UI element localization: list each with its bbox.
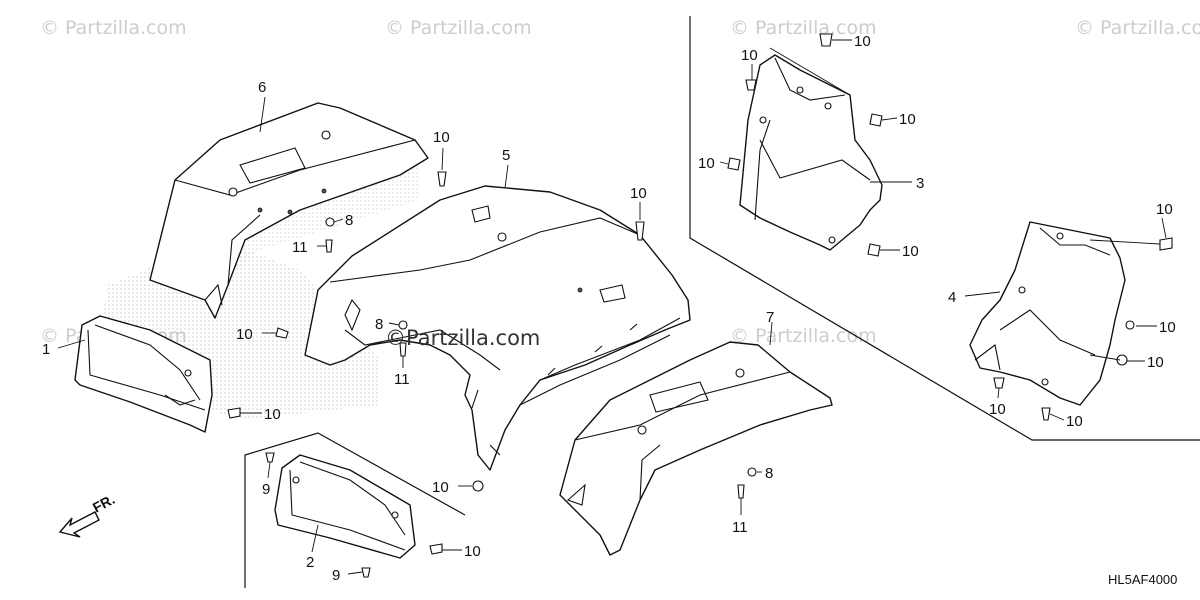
callout-8: 8 [765,465,773,482]
callout-10: 10 [899,111,916,128]
watermark-6: © Partzilla.com [730,325,877,347]
callout-8: 8 [375,316,383,333]
part-5-rear-fender [304,185,691,471]
callout-8: 8 [345,212,353,229]
callout-10: 10 [741,47,758,64]
callout-11: 11 [732,519,748,536]
part-7-fender [559,341,833,556]
clip-fastener [1041,407,1051,421]
callout-10: 10 [1159,319,1176,336]
right-assembly-frame [689,16,1200,441]
part-3-inner-panel [739,54,883,251]
clip-fastener [993,377,1005,389]
callout-10: 10 [1066,413,1083,430]
callout-10: 10 [630,185,647,202]
part-4-inner-panel [969,221,1126,406]
watermark-3: © Partzilla.com [730,17,877,39]
arrow-icon [58,511,100,538]
clip-fastener [869,113,883,127]
bolt-fastener [399,342,407,357]
part-6-fender [149,102,429,319]
clip-fastener [275,327,289,339]
callout-6: 6 [258,79,266,96]
clip-fastener [727,157,741,171]
diagram-code: HL5AF4000 [1108,572,1177,587]
callout-9: 9 [262,481,270,498]
nut-fastener [747,467,757,477]
callout-10: 10 [264,406,281,423]
bolt-fastener [265,452,275,463]
callout-5: 5 [502,147,510,164]
callout-4: 4 [948,289,956,306]
part-1-inner-panel [74,315,213,433]
callout-11: 11 [394,371,410,388]
clip-fastener [437,171,447,187]
callout-3: 3 [916,175,924,192]
watermarks: © Partzilla.com © Partzilla.com © Partzi… [40,17,1200,347]
watermark-1: © Partzilla.com [40,17,187,39]
callout-10: 10 [1156,201,1173,218]
callout-2: 2 [306,554,314,571]
front-direction-arrow: FR. [58,491,117,538]
clip-fastener [227,407,241,419]
callout-10: 10 [902,243,919,260]
clip-fastener [429,543,443,555]
callout-10: 10 [432,479,449,496]
leader-lines [57,39,1167,575]
bolt-fastener [737,484,745,499]
callout-labels: 6 5 1 2 3 4 7 10 10 10 10 10 10 10 10 10… [42,33,1176,584]
clip-fastener [1159,237,1173,251]
nut-fastener [325,217,335,227]
callout-10: 10 [989,401,1006,418]
nut-fastener [472,480,484,492]
callout-10: 10 [698,155,715,172]
part-2-inner-panel [274,454,416,559]
bolt-fastener [325,239,333,253]
callout-10: 10 [464,543,481,560]
bolt-fastener [361,567,371,578]
nut-fastener [1125,320,1135,330]
callout-7: 7 [766,309,774,326]
callout-10: 10 [236,326,253,343]
watermark-4: © Partzilla.com [1075,17,1200,39]
clip-fastener [745,79,757,91]
callout-10: 10 [854,33,871,50]
clip-fastener [819,33,833,47]
callout-10: 10 [433,129,450,146]
callout-10: 10 [1147,354,1164,371]
callout-9: 9 [332,567,340,584]
watermark-2: © Partzilla.com [385,17,532,39]
nut-fastener [1116,354,1128,366]
fasteners [227,33,1173,578]
lower-assembly-frame [244,432,466,588]
clip-fastener [635,221,645,241]
clip-fastener [867,243,881,257]
callout-1: 1 [42,341,50,358]
callout-11: 11 [292,239,308,256]
watermark-center: ©Partzilla.com [385,326,540,350]
